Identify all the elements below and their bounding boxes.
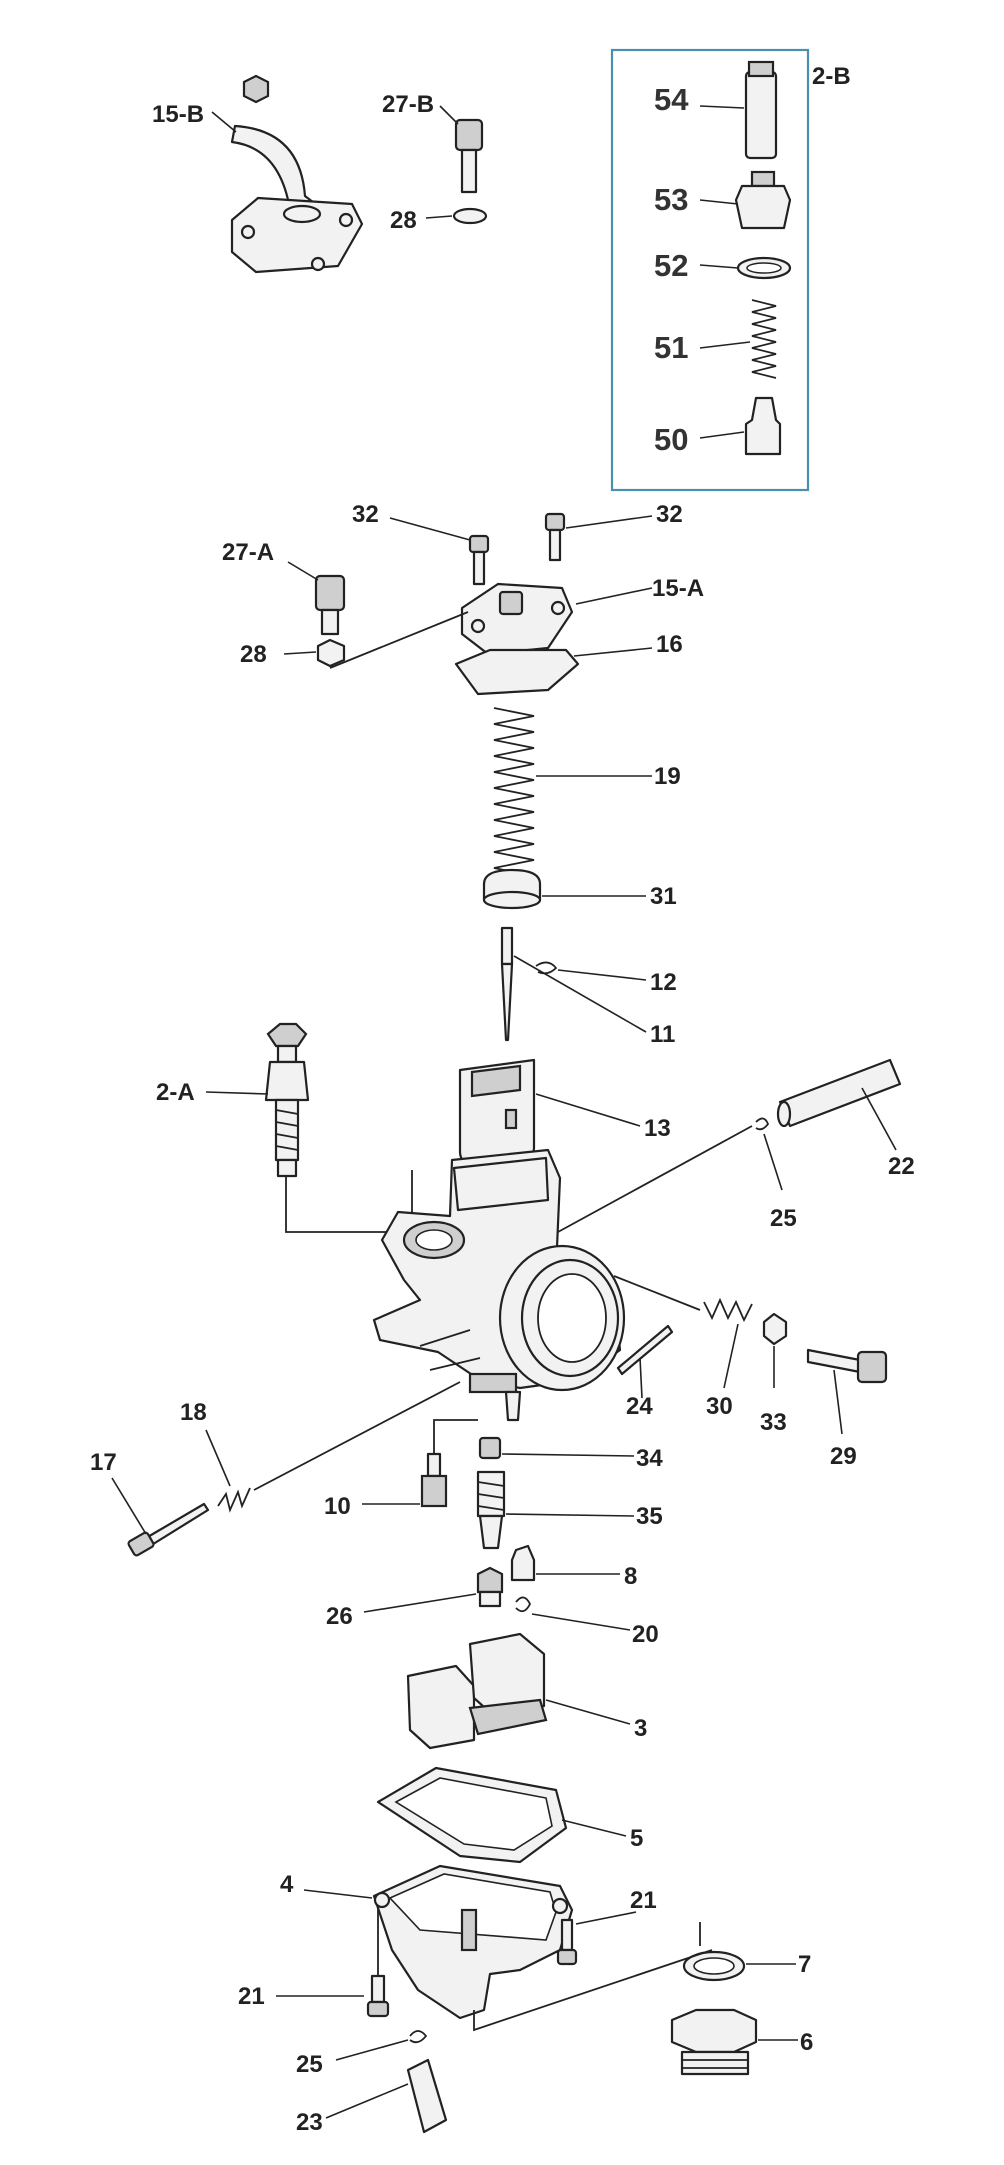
part-33-washer xyxy=(762,1312,788,1388)
part-21-screw-right xyxy=(556,1911,637,1966)
part-27a-screw xyxy=(287,561,346,636)
label-19: 19 xyxy=(654,763,681,790)
part-8-needle-valve xyxy=(510,1544,620,1582)
label-8: 8 xyxy=(624,1563,637,1590)
part-11-needle xyxy=(500,926,647,1042)
label-50: 50 xyxy=(654,422,688,457)
part-54-sleeve xyxy=(699,60,778,160)
label-6: 6 xyxy=(800,2029,813,2056)
part-53-nut xyxy=(699,170,792,230)
part-28-nut-top xyxy=(425,207,488,225)
label-16: 16 xyxy=(656,631,683,658)
inset-title: 2-B xyxy=(812,63,851,90)
label-20: 20 xyxy=(632,1621,659,1648)
part-29-screw xyxy=(806,1348,888,1435)
part-19-spring xyxy=(493,707,652,877)
part-34-jet xyxy=(478,1436,635,1460)
part-12-clip xyxy=(535,961,647,981)
part-carburetor-body xyxy=(372,1148,701,1422)
label-3: 3 xyxy=(634,1715,647,1742)
inset-frame xyxy=(610,48,810,492)
label-27b: 27-B xyxy=(382,91,434,118)
part-32-screw-left xyxy=(389,517,490,586)
label-13: 13 xyxy=(644,1115,671,1142)
part-28-nut-mid xyxy=(283,638,346,668)
label-52: 52 xyxy=(654,248,688,283)
part-30-spring xyxy=(703,1297,753,1389)
part-25-clip-upper xyxy=(557,1117,783,1233)
part-5-gasket xyxy=(376,1766,627,1864)
label-35: 35 xyxy=(636,1503,663,1530)
part-7-oring xyxy=(682,1922,796,1982)
label-25-lower: 25 xyxy=(296,2051,323,2078)
part-2a-plunger xyxy=(205,1022,413,1233)
label-15a: 15-A xyxy=(652,575,704,602)
label-29: 29 xyxy=(830,1443,857,1470)
part-52-washer xyxy=(699,256,792,280)
part-27b-screw xyxy=(439,105,484,194)
part-20-clip xyxy=(515,1596,631,1631)
label-51: 51 xyxy=(654,330,688,365)
part-26-main-jet xyxy=(363,1566,504,1613)
label-11: 11 xyxy=(650,1021,675,1048)
part-31-seat xyxy=(482,868,646,910)
part-32-screw-right xyxy=(544,512,653,562)
part-10-pilot-jet xyxy=(362,1419,478,1508)
label-25-upper: 25 xyxy=(770,1205,797,1232)
label-12: 12 xyxy=(650,969,677,996)
part-17-screw xyxy=(111,1477,210,1557)
label-31: 31 xyxy=(650,883,677,910)
part-23-hose xyxy=(325,2058,448,2134)
label-7: 7 xyxy=(798,1951,811,1978)
part-16-gasket xyxy=(454,647,653,696)
label-53: 53 xyxy=(654,182,688,217)
label-28-mid: 28 xyxy=(240,641,267,668)
part-21-screw-left xyxy=(276,1908,390,2018)
part-18-spring xyxy=(205,1381,461,1513)
label-26: 26 xyxy=(326,1603,353,1630)
label-27a: 27-A xyxy=(222,539,274,566)
label-21-right: 21 xyxy=(630,1887,657,1914)
label-30: 30 xyxy=(706,1393,733,1420)
label-2a: 2-A xyxy=(156,1079,195,1106)
part-24-pin xyxy=(616,1324,674,1399)
part-22-hose xyxy=(776,1058,902,1151)
label-24: 24 xyxy=(626,1393,653,1420)
label-17: 17 xyxy=(90,1449,117,1476)
part-13-slide xyxy=(458,1058,641,1168)
part-15b-cover xyxy=(211,74,364,274)
inset-2b: 2-B 54 53 52 51 xyxy=(610,48,851,492)
label-23: 23 xyxy=(296,2109,323,2136)
label-32-right: 32 xyxy=(656,501,683,528)
part-15a-cap xyxy=(329,582,653,669)
label-4: 4 xyxy=(280,1871,294,1898)
part-25-clip-lower xyxy=(335,2030,428,2061)
part-6-drain-plug xyxy=(473,1949,798,2076)
label-21-left: 21 xyxy=(238,1983,265,2010)
label-54: 54 xyxy=(654,82,689,117)
label-28-top: 28 xyxy=(390,207,417,234)
label-33: 33 xyxy=(760,1409,787,1436)
label-34: 34 xyxy=(636,1445,663,1472)
label-10: 10 xyxy=(324,1493,351,1520)
part-50-plunger xyxy=(699,396,782,456)
label-32-left: 32 xyxy=(352,501,379,528)
part-4-float-bowl xyxy=(303,1864,574,2020)
label-15b: 15-B xyxy=(152,101,204,128)
label-18: 18 xyxy=(180,1399,207,1426)
part-51-spring xyxy=(699,299,777,379)
label-5: 5 xyxy=(630,1825,643,1852)
part-3-float xyxy=(406,1632,631,1750)
label-22: 22 xyxy=(888,1153,915,1180)
part-35-needle-jet xyxy=(476,1470,635,1550)
